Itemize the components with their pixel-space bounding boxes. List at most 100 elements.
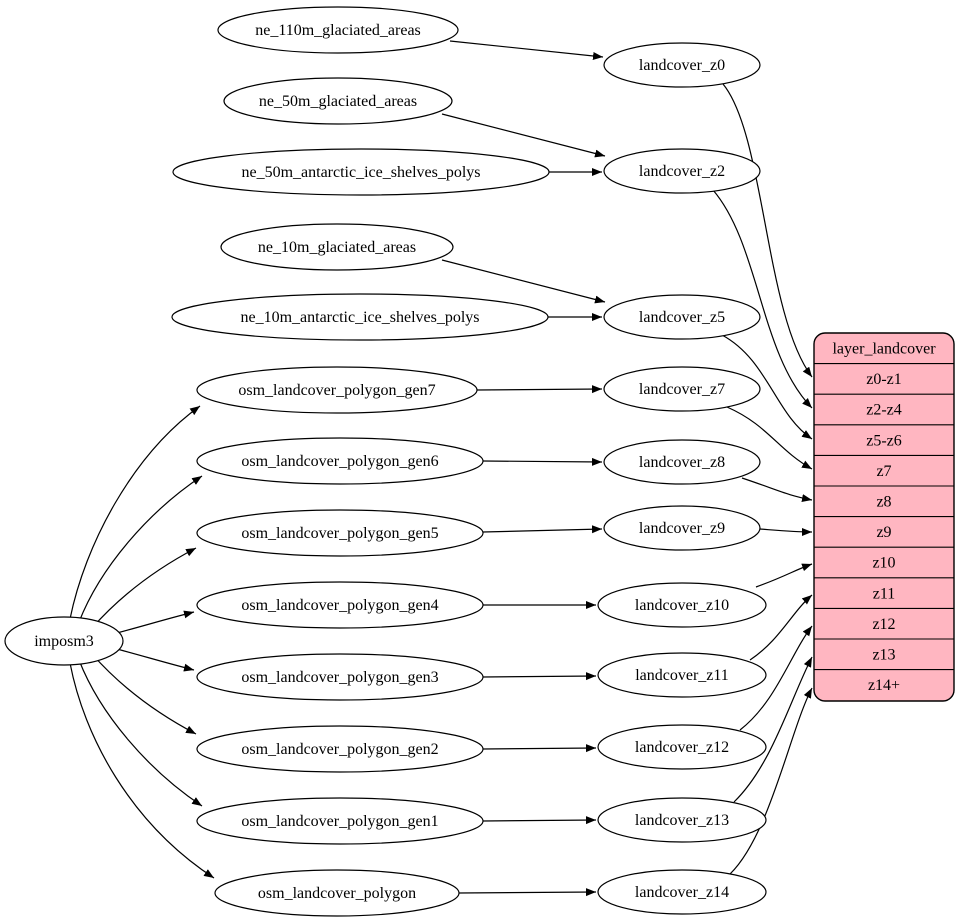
node-label: landcover_z12 (635, 739, 729, 756)
node-label: landcover_z5 (639, 309, 725, 326)
edge-gen6-to-landcover-z8 (482, 457, 603, 466)
node-label: osm_landcover_polygon_gen6 (241, 453, 438, 470)
edge-osm-landcover-polygon-to-landcover-z14 (458, 888, 597, 897)
node-label: osm_landcover_polygon_gen1 (241, 813, 438, 830)
node-landcover-z14: landcover_z14 (597, 869, 767, 915)
node-shape (196, 653, 484, 701)
edge-gen2-to-landcover-z12 (482, 744, 597, 753)
node-label: osm_landcover_polygon_gen3 (241, 669, 438, 686)
node-label: imposm3 (34, 633, 94, 650)
node-landcover-z10: landcover_z10 (597, 582, 767, 628)
node-landcover-z7: landcover_z7 (603, 366, 761, 412)
node-shape (603, 42, 761, 88)
node-shape (196, 725, 484, 773)
node-label: ne_50m_antarctic_ice_shelves_polys (241, 164, 480, 181)
node-shape (603, 294, 761, 340)
node-label: osm_landcover_polygon (258, 885, 416, 902)
node-landcover-z11: landcover_z11 (597, 652, 767, 698)
edge-imposm3-to-gen4 (112, 610, 195, 635)
node-ne-10m-glaciated-areas: ne_10m_glaciated_areas (220, 223, 454, 271)
node-ne-50m-antarctic-ice-shelves-polys: ne_50m_antarctic_ice_shelves_polys (172, 148, 550, 196)
node-label: landcover_z0 (639, 57, 725, 74)
node-label: landcover_z13 (635, 812, 729, 829)
table-row-z2-z4: z2-z4 (866, 402, 902, 419)
node-shape (196, 437, 484, 485)
node-label: ne_110m_glaciated_areas (255, 22, 421, 39)
node-label: osm_landcover_polygon_gen2 (241, 741, 438, 758)
edge-landcover-z13-to-row-z13 (733, 656, 813, 803)
edge-landcover-z5-to-row-z5-z6 (721, 334, 813, 440)
node-shape (196, 509, 484, 557)
edge-landcover-z2-to-row-z2-z4 (712, 189, 813, 409)
table-row-z7: z7 (876, 463, 891, 480)
node-shape (196, 581, 484, 629)
node-ne-10m-antarctic-ice-shelves-polys: ne_10m_antarctic_ice_shelves_polys (171, 293, 549, 341)
node-shape (4, 616, 124, 666)
edge-imposm3-to-gen6 (78, 475, 203, 623)
node-osm-landcover-polygon-gen2: osm_landcover_polygon_gen2 (196, 725, 484, 773)
table-row-z13: z13 (872, 647, 895, 664)
table-row-z0-z1: z0-z1 (866, 371, 902, 388)
edge-landcover-z11-to-row-z11 (749, 594, 813, 661)
table-row-z5-z6: z5-z6 (866, 432, 902, 449)
node-shape (603, 366, 761, 412)
edge-imposm3-to-gen3 (112, 647, 195, 672)
edge-ne-110m-glaciated-areas-to-landcover-z0 (449, 40, 604, 60)
edge-ne-10m-glaciated-areas-to-landcover-z5 (441, 259, 606, 304)
table-title: layer_landcover (832, 341, 936, 358)
node-shape (597, 724, 767, 770)
node-label: osm_landcover_polygon_gen7 (238, 382, 435, 399)
table-row-z8: z8 (876, 494, 891, 511)
edge-landcover-z10-to-row-z10 (755, 563, 813, 588)
node-shape (597, 869, 767, 915)
node-label: ne_10m_glaciated_areas (258, 239, 416, 256)
node-landcover-z5: landcover_z5 (603, 294, 761, 340)
edge-layer (69, 40, 813, 897)
table-row-z10: z10 (872, 555, 895, 572)
node-label: landcover_z10 (635, 597, 729, 614)
node-shape (220, 223, 454, 271)
node-label: landcover_z8 (639, 454, 725, 471)
node-shape (223, 77, 453, 125)
edge-imposm3-to-gen2 (91, 653, 197, 735)
node-shape (597, 797, 767, 843)
table-row-z9: z9 (876, 524, 891, 541)
edge-gen7-to-landcover-z7 (476, 385, 603, 394)
node-label: landcover_z2 (639, 163, 725, 180)
node-osm-landcover-polygon: osm_landcover_polygon (214, 869, 460, 917)
node-label: landcover_z14 (635, 884, 729, 901)
node-label: landcover_z11 (635, 667, 729, 684)
edge-landcover-z0-to-row-z0-z1 (722, 83, 813, 378)
node-landcover-z12: landcover_z12 (597, 724, 767, 770)
node-landcover-z9: landcover_z9 (603, 505, 761, 551)
node-shape (171, 293, 549, 341)
node-shape (196, 366, 478, 414)
layer-landcover-table: layer_landcover z0-z1 z2-z4 z5-z6 z7 z8 … (813, 332, 955, 702)
node-imposm3: imposm3 (4, 616, 124, 666)
edge-ne-50m-glaciated-areas-to-landcover-z2 (441, 113, 606, 158)
edge-landcover-z14-to-row-z14plus (729, 687, 813, 875)
node-landcover-z2: landcover_z2 (603, 148, 761, 194)
edge-landcover-z8-to-row-z8 (741, 477, 813, 503)
node-label: landcover_z9 (639, 520, 725, 537)
table-row-z14plus: z14+ (868, 677, 900, 694)
node-osm-landcover-polygon-gen1: osm_landcover_polygon_gen1 (196, 797, 484, 845)
node-shape (603, 505, 761, 551)
node-shape (603, 439, 761, 485)
edge-gen1-to-landcover-z13 (482, 816, 597, 825)
edge-gen5-to-landcover-z9 (482, 525, 603, 534)
node-landcover-z8: landcover_z8 (603, 439, 761, 485)
node-label: ne_50m_glaciated_areas (259, 93, 417, 110)
node-landcover-z0: landcover_z0 (603, 42, 761, 88)
edge-landcover-z12-to-row-z12 (739, 625, 813, 731)
node-osm-landcover-polygon-gen7: osm_landcover_polygon_gen7 (196, 366, 478, 414)
table-row-z12: z12 (872, 616, 895, 633)
node-ne-50m-glaciated-areas: ne_50m_glaciated_areas (223, 77, 453, 125)
node-label: osm_landcover_polygon_gen5 (241, 525, 438, 542)
node-ne-110m-glaciated-areas: ne_110m_glaciated_areas (217, 6, 459, 54)
edge-imposm3-to-gen1 (78, 659, 203, 807)
edge-imposm3-to-gen7 (69, 405, 201, 620)
node-osm-landcover-polygon-gen3: osm_landcover_polygon_gen3 (196, 653, 484, 701)
